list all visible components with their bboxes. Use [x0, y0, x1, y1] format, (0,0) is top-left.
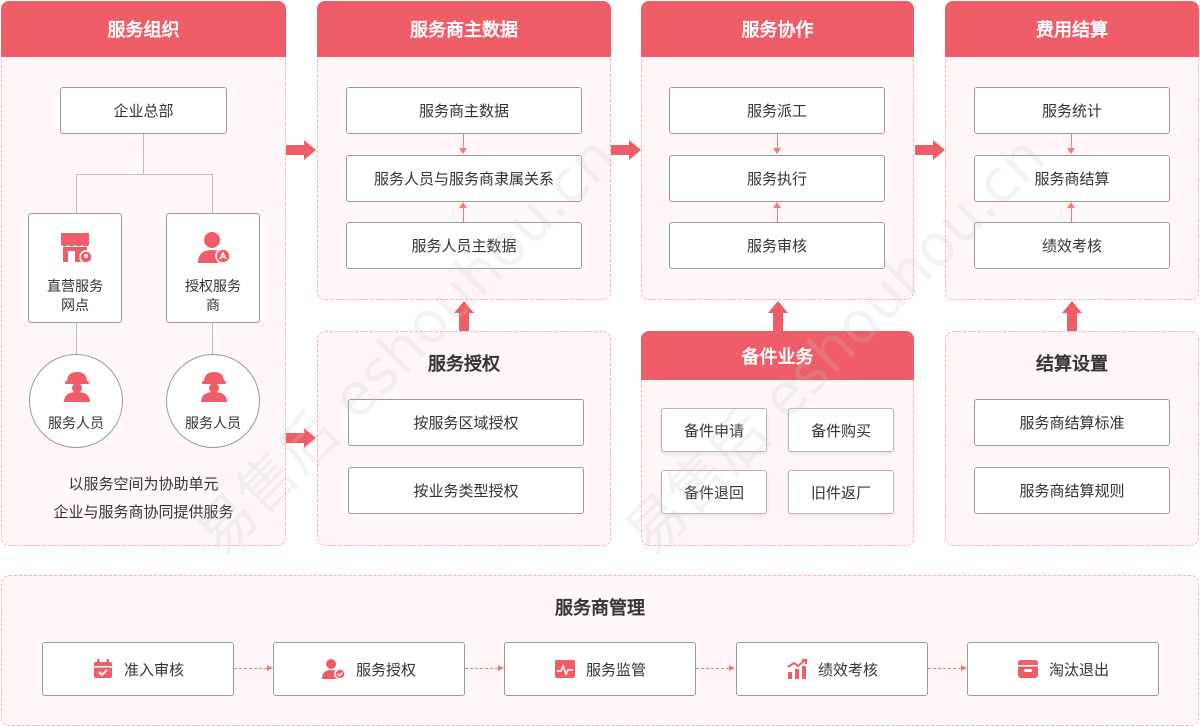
tree-line — [76, 174, 77, 214]
arrowhead — [773, 202, 781, 208]
bar-chart-up-icon — [787, 659, 807, 679]
user-badge-icon — [198, 232, 231, 264]
mgmt-step-admission: 准入审核 — [42, 642, 234, 696]
settle-item-2: 服务商结算规则 — [974, 467, 1170, 514]
collab-item-3: 服务审核 — [669, 222, 885, 269]
billing-item-1: 服务统计 — [974, 87, 1170, 134]
org-note-line-1: 以服务空间为协助单元 — [68, 475, 219, 493]
worker-icon — [64, 372, 90, 402]
collab-item-1: 服务派工 — [669, 87, 885, 134]
mgmt-step-label: 绩效考核 — [817, 660, 878, 679]
direct-outlet-label-1: 直营服务 — [47, 279, 103, 295]
arrowhead — [1067, 202, 1075, 208]
settle-item-1: 服务商结算标准 — [974, 399, 1170, 446]
connector — [1071, 134, 1072, 149]
tree-line — [143, 134, 144, 174]
connector — [463, 134, 464, 149]
mgmt-step-label: 准入审核 — [123, 660, 184, 679]
authorized-provider-label-2: 商 — [206, 298, 220, 314]
master-item-2: 服务人员与服务商隶属关系 — [346, 155, 582, 202]
arrowhead — [459, 148, 467, 154]
hq-box: 企业总部 — [60, 87, 227, 134]
monitor-chart-icon — [554, 660, 575, 678]
master-item-3: 服务人员主数据 — [346, 222, 582, 269]
billing-item-3: 绩效考核 — [974, 222, 1170, 269]
flow-arrow-up-icon — [1062, 301, 1082, 331]
staff-circle-left: 服务人员 — [29, 354, 123, 448]
mgmt-step-supervision: 服务监管 — [504, 642, 696, 696]
authorization-title: 服务授权 — [428, 354, 500, 375]
provider-management-title: 服务商管理 — [555, 598, 645, 619]
mgmt-step-label: 服务监管 — [585, 660, 646, 679]
flow-arrow-right-icon — [286, 140, 316, 160]
flow-arrow-up-icon — [454, 301, 474, 331]
parts-item-1: 备件申请 — [661, 408, 767, 452]
collab-item-2: 服务执行 — [669, 155, 885, 202]
connector — [777, 208, 778, 222]
authorized-provider-box: 授权服务 商 — [166, 213, 260, 323]
parts-item-2: 备件购买 — [788, 408, 894, 452]
connector — [777, 134, 778, 149]
store-icon — [61, 233, 93, 264]
mgmt-step-label: 淘汰退出 — [1048, 660, 1109, 679]
mgmt-step-performance: 绩效考核 — [736, 642, 928, 696]
auth-item-2: 按业务类型授权 — [348, 467, 584, 514]
org-note-line-2: 企业与服务商协同提供服务 — [53, 503, 234, 521]
staff-circle-right: 服务人员 — [166, 354, 260, 448]
auth-item-1: 按服务区域授权 — [348, 399, 584, 446]
flow-arrow-up-icon — [768, 301, 788, 331]
staff-label-right: 服务人员 — [185, 416, 241, 432]
direct-outlet-label-2: 网点 — [61, 298, 89, 314]
direct-outlet-box: 直营服务 网点 — [28, 213, 122, 323]
archive-box-icon — [1017, 660, 1038, 678]
dashed-arrow — [696, 665, 735, 671]
worker-icon — [201, 372, 227, 402]
settlement-settings-title: 结算设置 — [1036, 354, 1108, 375]
mgmt-step-exit: 淘汰退出 — [967, 642, 1159, 696]
dashed-arrow — [465, 665, 504, 671]
master-data-title: 服务商主数据 — [317, 1, 611, 57]
tree-line — [76, 174, 213, 175]
spare-parts-title: 备件业务 — [641, 331, 914, 380]
arrowhead — [1067, 148, 1075, 154]
parts-item-3: 备件退回 — [661, 470, 767, 514]
authorized-provider-label-1: 授权服务 — [185, 279, 241, 295]
arrowhead — [773, 148, 781, 154]
connector — [1071, 208, 1072, 222]
connector — [463, 208, 464, 222]
collaboration-title: 服务协作 — [641, 1, 914, 57]
dashed-arrow — [234, 665, 273, 671]
tree-line — [212, 323, 213, 355]
flow-arrow-right-icon — [286, 428, 316, 448]
user-badge-icon — [321, 659, 346, 680]
calendar-check-icon — [93, 659, 112, 678]
dashed-arrow — [928, 665, 967, 671]
master-item-1: 服务商主数据 — [346, 87, 582, 134]
flow-arrow-right-icon — [611, 140, 641, 160]
tree-line — [76, 323, 77, 355]
org-panel-title: 服务组织 — [1, 1, 286, 57]
mgmt-step-label: 服务授权 — [355, 660, 416, 679]
mgmt-step-authorization: 服务授权 — [273, 642, 465, 696]
billing-title: 费用结算 — [945, 1, 1199, 57]
arrowhead — [459, 202, 467, 208]
flow-arrow-right-icon — [915, 140, 945, 160]
tree-line — [212, 174, 213, 214]
staff-label-left: 服务人员 — [48, 416, 104, 432]
parts-item-4: 旧件返厂 — [788, 470, 894, 514]
billing-item-2: 服务商结算 — [974, 155, 1170, 202]
